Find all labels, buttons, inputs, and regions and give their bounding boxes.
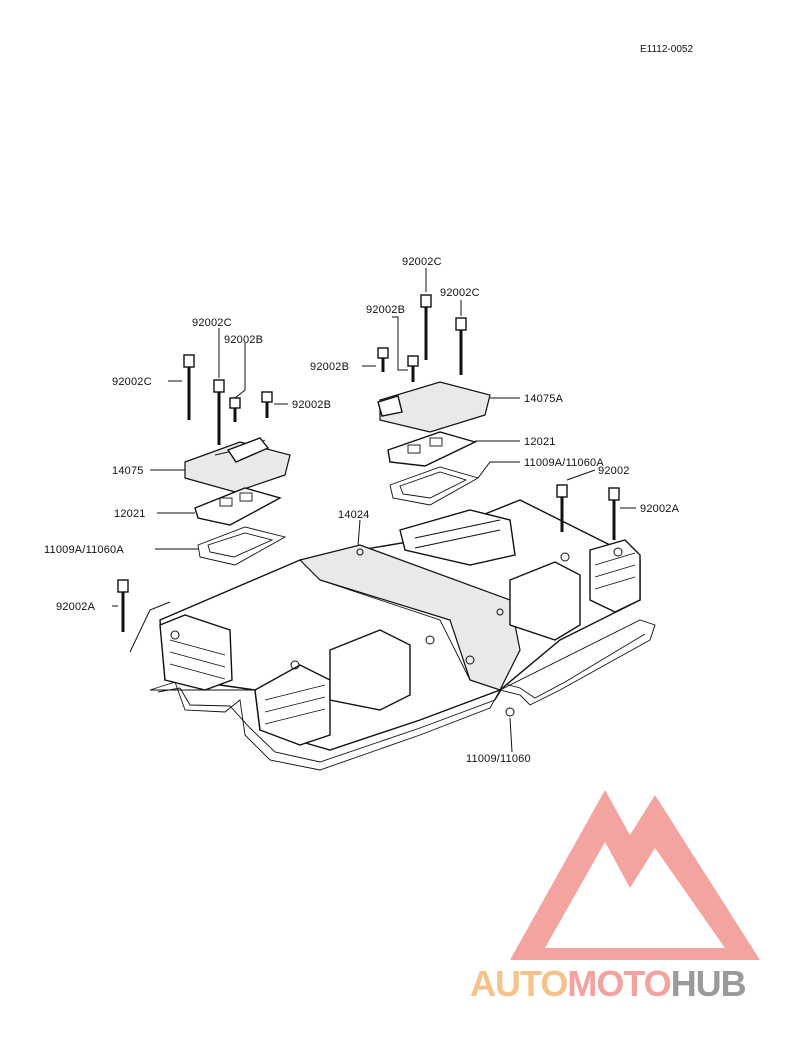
head-cover-gasket (149, 619, 656, 771)
left-gasket-11009A (197, 526, 287, 566)
callout-92002C-right: 92002C (440, 287, 480, 299)
callout-92002B-right-top: 92002B (366, 304, 405, 316)
callout-92002C-top: 92002C (402, 256, 442, 268)
callout-92002B-right-left: 92002B (310, 361, 349, 373)
callout-11009A-right: 11009A/11060A (524, 457, 604, 469)
callout-92002A-right: 92002A (640, 503, 680, 515)
leader-lines (112, 268, 636, 753)
right-gasket-11009A (389, 466, 480, 506)
drawing-code: E1112-0052 (640, 44, 693, 55)
callout-92002: 92002 (598, 465, 630, 477)
callout-11009A-left: 11009A/11060A (44, 544, 124, 556)
left-gasket-12021 (194, 487, 282, 526)
right-breather-cover-14075A (379, 381, 491, 433)
callout-12021-right: 12021 (524, 436, 556, 448)
callout-92002C-left: 92002C (112, 376, 152, 388)
body-bolt-bosses (170, 547, 623, 717)
center-cover-plate (298, 544, 521, 691)
logo-triangle-icon (510, 790, 760, 960)
left-breather-cover-14075 (184, 441, 291, 493)
cam-housing-left (159, 614, 411, 746)
callout-92002A-left: 92002A (56, 601, 96, 613)
callout-92002B-left-top: 92002B (224, 334, 263, 346)
automotohub-logo (510, 790, 760, 960)
callout-92002B-left-right: 92002B (292, 399, 331, 411)
callout-14024: 14024 (338, 509, 370, 521)
right-gasket-12021 (387, 431, 477, 467)
callout-92002C-left-top: 92002C (192, 317, 232, 329)
cam-housing-right (399, 509, 641, 641)
callout-14075A: 14075A (524, 393, 564, 405)
watermark-auto: AUTO (470, 963, 567, 1004)
watermark-moto: MOTO (567, 963, 670, 1004)
callout-11009-11060: 11009/11060 (466, 753, 531, 765)
callout-12021-left: 12021 (114, 508, 146, 520)
callout-14075: 14075 (112, 465, 144, 477)
right-bolts (377, 294, 620, 540)
watermark-text: AUTOMOTOHUB (470, 963, 746, 1004)
left-bolts (117, 354, 273, 632)
watermark-hub: HUB (671, 963, 746, 1004)
